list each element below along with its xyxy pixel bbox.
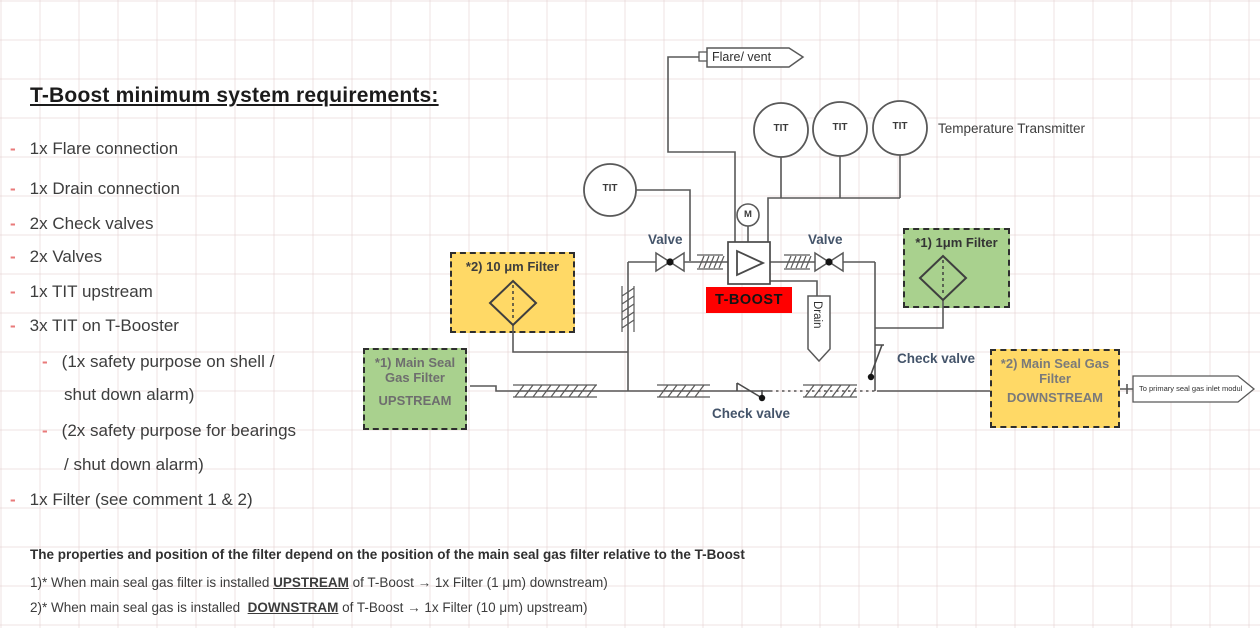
valve-left-label: Valve: [648, 232, 683, 247]
t-boost-tag: T-BOOST: [706, 287, 792, 313]
flare-line: [667, 56, 736, 243]
bullet-dash: -: [10, 282, 16, 301]
list-item-label: 2x Check valves: [29, 214, 154, 233]
upstream-box-line3: UPSTREAM: [378, 393, 452, 408]
pipe-hatch-sections: [513, 254, 857, 398]
tit-upstream-label: TIT: [602, 183, 618, 194]
main-pipe: [470, 385, 770, 392]
notes-heading: The properties and position of the filte…: [30, 547, 745, 562]
flare-vent-label: Flare/ vent: [712, 50, 772, 64]
temperature-transmitter-label: Temperature Transmitter: [938, 121, 1086, 136]
list-item-label: shut down alarm): [64, 385, 195, 404]
bullet-dash: -: [10, 139, 16, 158]
note-1-keyword: UPSTREAM: [273, 575, 349, 590]
t-boost-unit-symbol: [727, 241, 771, 285]
downstream-box-line3: DOWNSTREAM: [1006, 390, 1104, 405]
drain-pennant: [807, 295, 831, 363]
motor-label: M: [744, 209, 752, 220]
list-item: - 3x TIT on T-Booster: [10, 316, 179, 336]
list-item-label: (2x safety purpose for bearings: [61, 421, 297, 440]
note-1: 1)* When main seal gas filter is install…: [30, 575, 608, 590]
filter-1um-tap: [875, 300, 944, 329]
filter-1um-diamond: [918, 254, 968, 302]
tit-3-label: TIT: [892, 121, 908, 132]
list-subitem: / shut down alarm): [64, 455, 204, 475]
list-item-label: 1x Drain connection: [29, 179, 180, 198]
list-item: - 1x Drain connection: [10, 179, 180, 199]
list-subitem: - (1x safety purpose on shell /: [42, 352, 274, 372]
filter-10um-tap: [512, 325, 628, 353]
list-subitem: shut down alarm): [64, 385, 194, 405]
list-item: - 1x Filter (see comment 1 & 2): [10, 490, 253, 510]
filter-10um-diamond: [488, 279, 538, 327]
upstream-box-line1: *1) Main Seal: [374, 355, 456, 370]
bullet-dash: -: [10, 179, 16, 198]
list-item: - 1x Flare connection: [10, 139, 178, 159]
list-subitem: - (2x safety purpose for bearings: [42, 421, 296, 441]
tit-circle-2: [812, 101, 868, 157]
t-boost-label: T-BOOST: [715, 292, 783, 308]
main-seal-gas-filter-upstream-box: *1) Main Seal Gas Filter UPSTREAM: [363, 348, 467, 430]
flare-flag: [698, 47, 805, 68]
list-item-label: / shut down alarm): [64, 455, 204, 474]
upstream-box-line2: Gas Filter: [385, 370, 445, 385]
tit-trio-lines: [767, 155, 901, 243]
note-2: 2)* When main seal gas is installed DOWN…: [30, 600, 587, 615]
tit-upstream-line: [636, 189, 691, 261]
valve-left-symbol: [655, 251, 685, 273]
note-2-prefix: 2)* When main seal gas is installed: [30, 600, 244, 615]
drain-label: Drain: [811, 301, 823, 329]
valve-right-symbol: [814, 251, 844, 273]
main-seal-gas-filter-downstream-box: *2) Main Seal Gas Filter DOWNSTREAM: [990, 349, 1120, 428]
filter-box-10um-label: *2) 10 μm Filter: [465, 259, 560, 274]
list-item: - 2x Valves: [10, 247, 102, 267]
tit-circle-upstream: [583, 163, 637, 217]
bullet-dash: -: [10, 214, 16, 233]
check-valve-bottom-label: Check valve: [712, 406, 791, 421]
check-valve-right-label: Check valve: [897, 351, 976, 366]
note-1-suffix: of T-Boost → 1x Filter (1 μm) downstream…: [348, 575, 608, 590]
note-2-keyword: DOWNSTRAM: [247, 600, 339, 615]
note-2-suffix: of T-Boost → 1x Filter (10 μm) upstream): [338, 600, 588, 615]
downstream-box-line2: Filter: [1039, 371, 1071, 386]
list-item-label: (1x safety purpose on shell /: [61, 352, 275, 371]
check-valve-bottom-symbol: [736, 382, 766, 402]
list-item-label: 1x Flare connection: [29, 139, 179, 158]
valve-right-label: Valve: [808, 232, 843, 247]
main-pipe-right: [877, 384, 1133, 394]
list-item-label: 3x TIT on T-Booster: [29, 316, 179, 335]
bullet-dash: -: [10, 247, 16, 266]
note-1-prefix: 1)* When main seal gas filter is install…: [30, 575, 274, 590]
list-item: - 1x TIT upstream: [10, 282, 153, 302]
page-title: T-Boost minimum system requirements:: [30, 84, 439, 107]
motor-circle: [736, 203, 760, 227]
bullet-dash: -: [42, 352, 48, 371]
tit-1-label: TIT: [773, 123, 789, 134]
outlet-flag-label: To primary seal gas inlet modul: [1139, 384, 1243, 393]
list-item-label: 1x TIT upstream: [29, 282, 153, 301]
tit-circle-3: [872, 100, 928, 156]
filter-box-1um-label: *1) 1μm Filter: [915, 235, 998, 250]
drain-line: [770, 280, 818, 296]
list-item-label: 1x Filter (see comment 1 & 2): [29, 490, 253, 509]
bullet-dash: -: [10, 316, 16, 335]
filter-box-10um: *2) 10 μm Filter: [450, 252, 575, 333]
tit-2-label: TIT: [832, 122, 848, 133]
bullet-dash: -: [42, 421, 48, 440]
check-valve-right-symbol: [867, 344, 884, 381]
downstream-box-line1: *2) Main Seal Gas: [1000, 356, 1110, 371]
bullet-dash: -: [10, 490, 16, 509]
tit-circle-1: [753, 102, 809, 158]
list-item-label: 2x Valves: [29, 247, 103, 266]
list-item: - 2x Check valves: [10, 214, 153, 234]
outlet-flag: [1132, 375, 1256, 403]
